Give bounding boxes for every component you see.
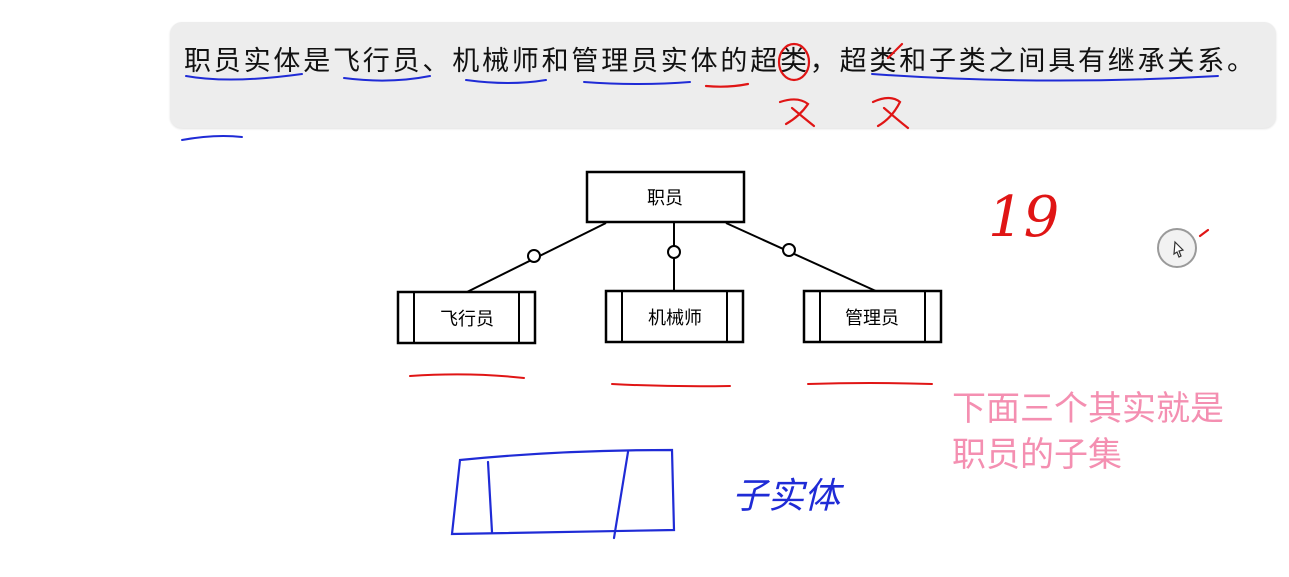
subclass-label-manager: 管理员: [845, 308, 899, 329]
subclass-label-mechanic: 机械师: [648, 308, 702, 329]
blue-underlines: [181, 73, 1219, 141]
pen-cursor-icon: [1157, 228, 1197, 268]
red-underlines: [409, 373, 933, 388]
note-text: 职员实体是飞行员、机械师和管理员实体的超类，超类和子类之间具有继承关系。: [184, 46, 1257, 77]
pink-line-1: 下面三个其实就是: [952, 389, 1224, 429]
handwritten-subset-label: 子实体: [732, 476, 845, 517]
hand-drawn-entity: [450, 448, 676, 540]
subclass-entity-pilot: 飞行员: [396, 290, 537, 345]
pink-line-2: 职员的子集: [952, 435, 1122, 475]
connectors: [466, 222, 879, 293]
subclass-entity-manager: 管理员: [802, 289, 943, 344]
subclass-entity-mechanic: 机械师: [604, 289, 745, 344]
pink-explanation: 下面三个其实就是 职员的子集: [952, 386, 1272, 478]
superclass-label: 职员: [647, 188, 683, 209]
superclass-entity: 职员: [585, 170, 746, 224]
note-panel: 职员实体是飞行员、机械师和管理员实体的超类，超类和子类之间具有继承关系。: [170, 22, 1276, 128]
subclass-label-pilot: 飞行员: [440, 309, 494, 330]
red-annotations: [704, 42, 1210, 238]
handwritten-number: 19: [988, 185, 1059, 250]
